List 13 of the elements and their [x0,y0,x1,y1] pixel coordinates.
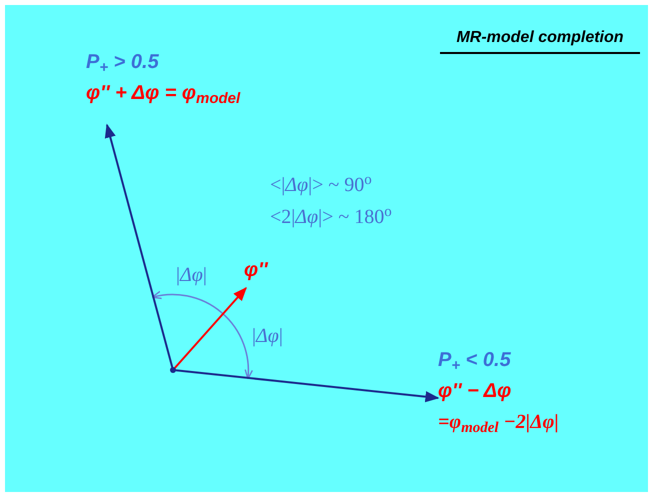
vector-arrow [104,124,174,370]
probability-condition: P$_{+}$ < 0.5 [438,348,512,373]
phase-formula: φ'' + Δφ = φ$_{model}$ [86,81,242,106]
phase-formula: =φ$_{model}$ −2|Δφ| [438,410,560,435]
angle-label: |Δφ| [252,324,283,349]
angle-label: |Δφ| [176,263,207,288]
average-note: <2|Δφ|> ~ 180$^{o}$ [270,202,392,230]
vector-arrow [172,286,247,371]
phase-formula: φ'' − Δφ [438,379,512,404]
title: MR-model completion [440,26,640,54]
vector-label: φ'' [244,258,270,283]
average-note: <|Δφ|> ~ 90$^{o}$ [270,170,372,198]
probability-condition: P$_{+}$ > 0.5 [86,50,160,75]
